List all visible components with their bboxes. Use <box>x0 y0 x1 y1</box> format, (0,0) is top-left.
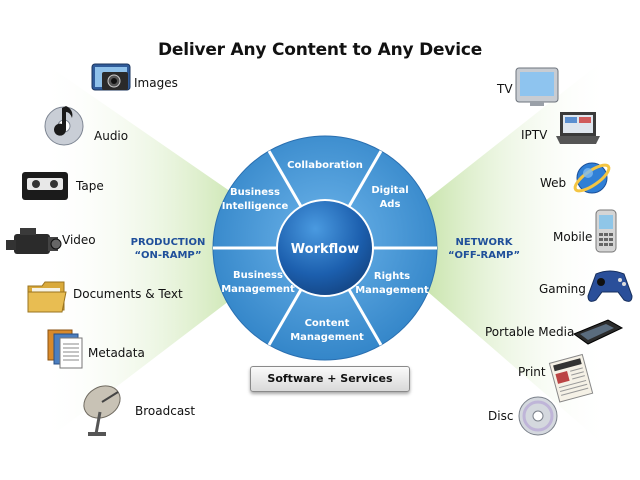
source-label-metadata: Metadata <box>88 346 145 360</box>
segment-business-mgmt-line1: Business <box>233 270 283 281</box>
dest-label-disc: Disc <box>488 409 514 423</box>
music-disc-icon <box>44 106 84 146</box>
network-ramp-line1: NETWORK <box>455 237 513 248</box>
dest-label-gaming: Gaming <box>539 282 586 296</box>
source-label-broadcast: Broadcast <box>135 404 196 418</box>
gamepad-icon <box>587 270 633 302</box>
network-ramp-label: NETWORK “OFF-RAMP” <box>444 236 524 262</box>
source-label-documents: Documents & Text <box>73 287 183 301</box>
production-ramp-line2: “ON-RAMP” <box>134 250 202 261</box>
dest-label-print: Print <box>518 365 546 379</box>
source-label-video: Video <box>62 233 96 247</box>
source-label-audio: Audio <box>94 129 129 143</box>
segment-bi-line2: Intelligence <box>222 201 289 212</box>
disc-icon <box>518 396 558 436</box>
documents-stack-icon <box>47 329 83 369</box>
dest-label-tv: TV <box>497 82 513 96</box>
satellite-dish-icon <box>83 385 121 436</box>
camera-icon <box>91 63 131 91</box>
browser-globe-icon <box>573 162 611 194</box>
portable-player-icon <box>572 319 624 345</box>
folder-icon <box>27 281 67 313</box>
video-camera-icon <box>6 228 62 254</box>
segment-content-line1: Content <box>305 318 350 329</box>
diagram-title: Deliver Any Content to Any Device <box>157 40 483 60</box>
dest-label-portable-media: Portable Media <box>485 325 575 339</box>
segment-business-mgmt-line2: Management <box>221 284 295 295</box>
workflow-label: Workflow <box>291 242 359 257</box>
production-ramp-label: PRODUCTION “ON-RAMP” <box>128 236 208 262</box>
segment-content-line2: Management <box>290 332 364 343</box>
segment-digital-ads-line2: Ads <box>380 199 401 210</box>
source-label-tape: Tape <box>76 179 104 193</box>
dest-label-mobile: Mobile <box>553 230 593 244</box>
laptop-icon <box>556 112 600 144</box>
segment-digital-ads-line1: Digital <box>371 185 408 196</box>
network-ramp-line2: “OFF-RAMP” <box>447 250 521 261</box>
workflow-center <box>276 199 374 297</box>
segment-bi-line1: Business <box>230 187 280 198</box>
segment-rights-line2: Management <box>355 285 429 296</box>
newspaper-icon <box>548 353 594 403</box>
dest-label-iptv: IPTV <box>521 128 548 142</box>
segment-rights-line1: Rights <box>374 271 410 282</box>
software-services-box: Software + Services <box>250 366 410 392</box>
production-ramp-line1: PRODUCTION <box>130 237 206 248</box>
tape-cassette-icon <box>22 172 68 200</box>
production-ramp-shape <box>40 60 250 445</box>
segment-collaboration: Collaboration <box>287 160 363 171</box>
network-ramp-shape <box>420 55 610 450</box>
source-label-images: Images <box>134 76 178 90</box>
dest-label-web: Web <box>540 176 567 190</box>
mobile-phone-icon <box>595 209 617 253</box>
tv-icon <box>515 67 559 106</box>
